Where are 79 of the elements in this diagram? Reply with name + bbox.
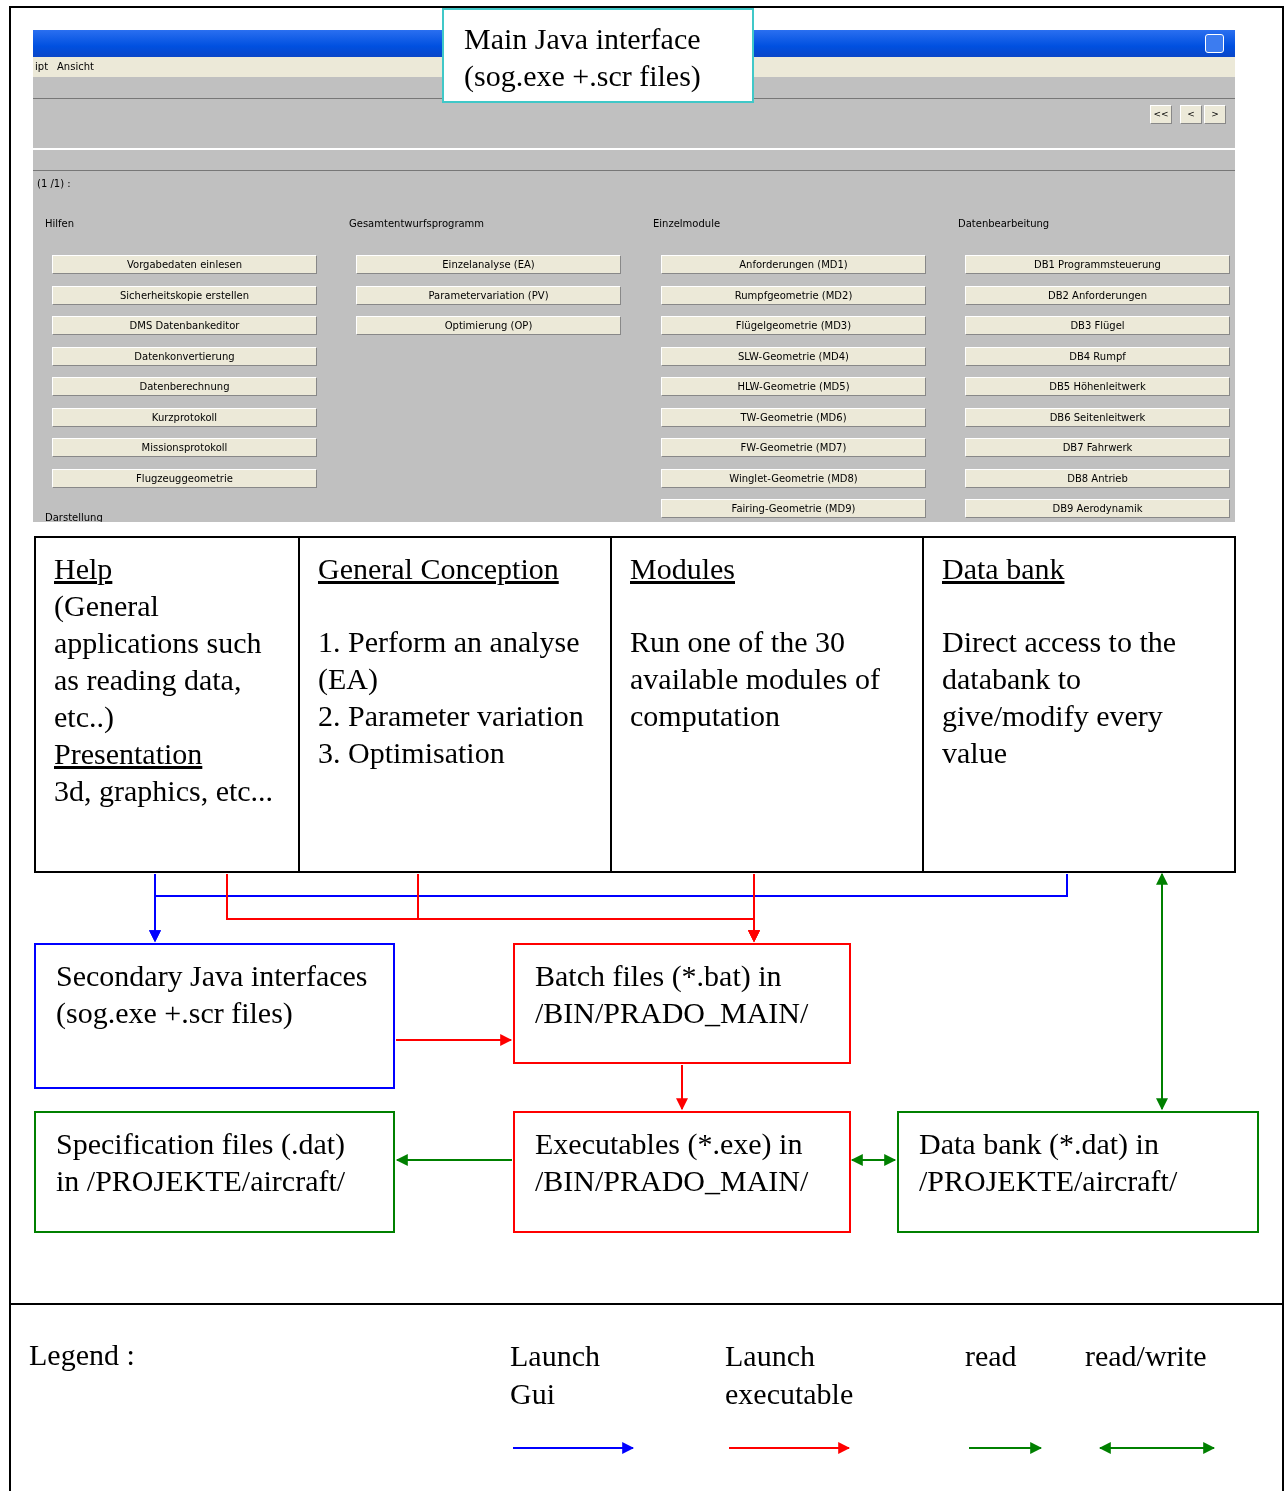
table-cell bbox=[298, 536, 612, 873]
nav-button: << bbox=[1150, 105, 1172, 124]
node-text: Main Java interface (sog.exe +.scr files) bbox=[464, 21, 702, 94]
menu-button: Datenkonvertierung bbox=[52, 347, 317, 366]
menu-item: Ansicht bbox=[57, 61, 94, 72]
page-counter: (1 /1) : bbox=[37, 178, 71, 189]
menu-button: Parametervariation (PV) bbox=[356, 286, 621, 305]
menu-button: Flugzeuggeometrie bbox=[52, 469, 317, 488]
arrow bbox=[850, 1154, 897, 1166]
arrow bbox=[676, 1064, 688, 1111]
menu-button: Vorgabedaten einlesen bbox=[52, 255, 317, 274]
cell-heading: General Conception bbox=[318, 551, 560, 587]
node-text: Secondary Java interfaces (sog.exe +.scr files) bbox=[56, 958, 369, 1031]
node-text: 3d, graphics, etc... bbox=[54, 773, 275, 809]
node-text: (General applications such as reading data, etc..) bbox=[54, 588, 263, 735]
process-box bbox=[34, 1111, 395, 1233]
menu-button: Anforderungen (MD1) bbox=[661, 255, 926, 274]
menu-button: DB7 Fahrwerk bbox=[965, 438, 1230, 457]
section-heading: Hilfen bbox=[45, 218, 75, 229]
legend-text: read/write bbox=[1085, 1338, 1208, 1374]
menu-button: DB8 Antrieb bbox=[965, 469, 1230, 488]
nav-button: > bbox=[1204, 105, 1226, 124]
menu-button: DB1 Programmsteuerung bbox=[965, 255, 1230, 274]
menu-button: Winglet-Geometrie (MD8) bbox=[661, 469, 926, 488]
menu-button: DB6 Seitenleitwerk bbox=[965, 408, 1230, 427]
node-text: 1. Perform an analyse (EA) bbox=[318, 624, 581, 697]
section-heading: Gesamtentwurfsprogramm bbox=[349, 218, 485, 229]
cell-heading: Presentation bbox=[54, 736, 204, 772]
node-text: Executables (*.exe) in /BIN/PRADO_MAIN/ bbox=[535, 1126, 810, 1199]
table-cell bbox=[34, 536, 300, 873]
menu-button: Kurzprotokoll bbox=[52, 408, 317, 427]
menu-button: Flügelgeometrie (MD3) bbox=[661, 316, 926, 335]
node-text: Direct access to the databank to give/modify every value bbox=[942, 624, 1178, 771]
menu-button: DB3 Flügel bbox=[965, 316, 1230, 335]
node-text: Batch files (*.bat) in /BIN/PRADO_MAIN/ bbox=[535, 958, 810, 1031]
menu-button: HLW-Geometrie (MD5) bbox=[661, 377, 926, 396]
section-heading: Datenbearbeitung bbox=[958, 218, 1050, 229]
menu-button: FW-Geometrie (MD7) bbox=[661, 438, 926, 457]
menu-button: TW-Geometrie (MD6) bbox=[661, 408, 926, 427]
menu-button: Einzelanalyse (EA) bbox=[356, 255, 621, 274]
node-text: Run one of the 30 available modules of computation bbox=[630, 624, 881, 734]
arrow bbox=[748, 873, 760, 943]
menu-button: Rumpfgeometrie (MD2) bbox=[661, 286, 926, 305]
cell-heading: Data bank bbox=[942, 551, 1066, 587]
table-cell bbox=[922, 536, 1236, 873]
menu-button: DB5 Höhenleitwerk bbox=[965, 377, 1230, 396]
menu-item: ipt bbox=[35, 61, 49, 72]
cell-heading: Help bbox=[54, 551, 114, 587]
table-cell bbox=[610, 536, 924, 873]
section-heading: Einzelmodule bbox=[653, 218, 721, 229]
legend-text: Launch Gui bbox=[510, 1338, 601, 1412]
node-text: Data bank (*.dat) in /PROJEKTE/aircraft/ bbox=[919, 1126, 1179, 1199]
process-box bbox=[34, 943, 395, 1089]
arrow bbox=[1156, 872, 1168, 1111]
menu-button: Optimierung (OP) bbox=[356, 316, 621, 335]
menu-button: Fairing-Geometrie (MD9) bbox=[661, 499, 926, 518]
process-box bbox=[513, 1111, 851, 1233]
menu-button: SLW-Geometrie (MD4) bbox=[661, 347, 926, 366]
legend-text: Launch executable bbox=[725, 1338, 855, 1412]
menu-button: Missionsprotokoll bbox=[52, 438, 317, 457]
callout-box bbox=[442, 8, 754, 103]
process-box bbox=[513, 943, 851, 1064]
menu-button: Sicherheitskopie erstellen bbox=[52, 286, 317, 305]
menu-button: Datenberechnung bbox=[52, 377, 317, 396]
legend-title: Legend : bbox=[29, 1338, 135, 1372]
cell-heading: Modules bbox=[630, 551, 736, 587]
menu-button: DB4 Rumpf bbox=[965, 347, 1230, 366]
node-text: 3. Optimisation bbox=[318, 735, 506, 771]
arrow bbox=[395, 1034, 513, 1046]
arrow bbox=[395, 1154, 513, 1166]
process-box bbox=[897, 1111, 1259, 1233]
nav-button: < bbox=[1180, 105, 1202, 124]
menu-button: DB9 Aerodynamik bbox=[965, 499, 1230, 518]
node-text: Specification files (.dat) in /PROJEKTE/aircraft/ bbox=[56, 1126, 347, 1199]
arrow bbox=[149, 873, 1068, 943]
menu-button: DMS Datenbankeditor bbox=[52, 316, 317, 335]
legend-text: read bbox=[965, 1338, 1018, 1374]
menu-button: DB2 Anforderungen bbox=[965, 286, 1230, 305]
node-text: 2. Parameter variation bbox=[318, 698, 585, 734]
